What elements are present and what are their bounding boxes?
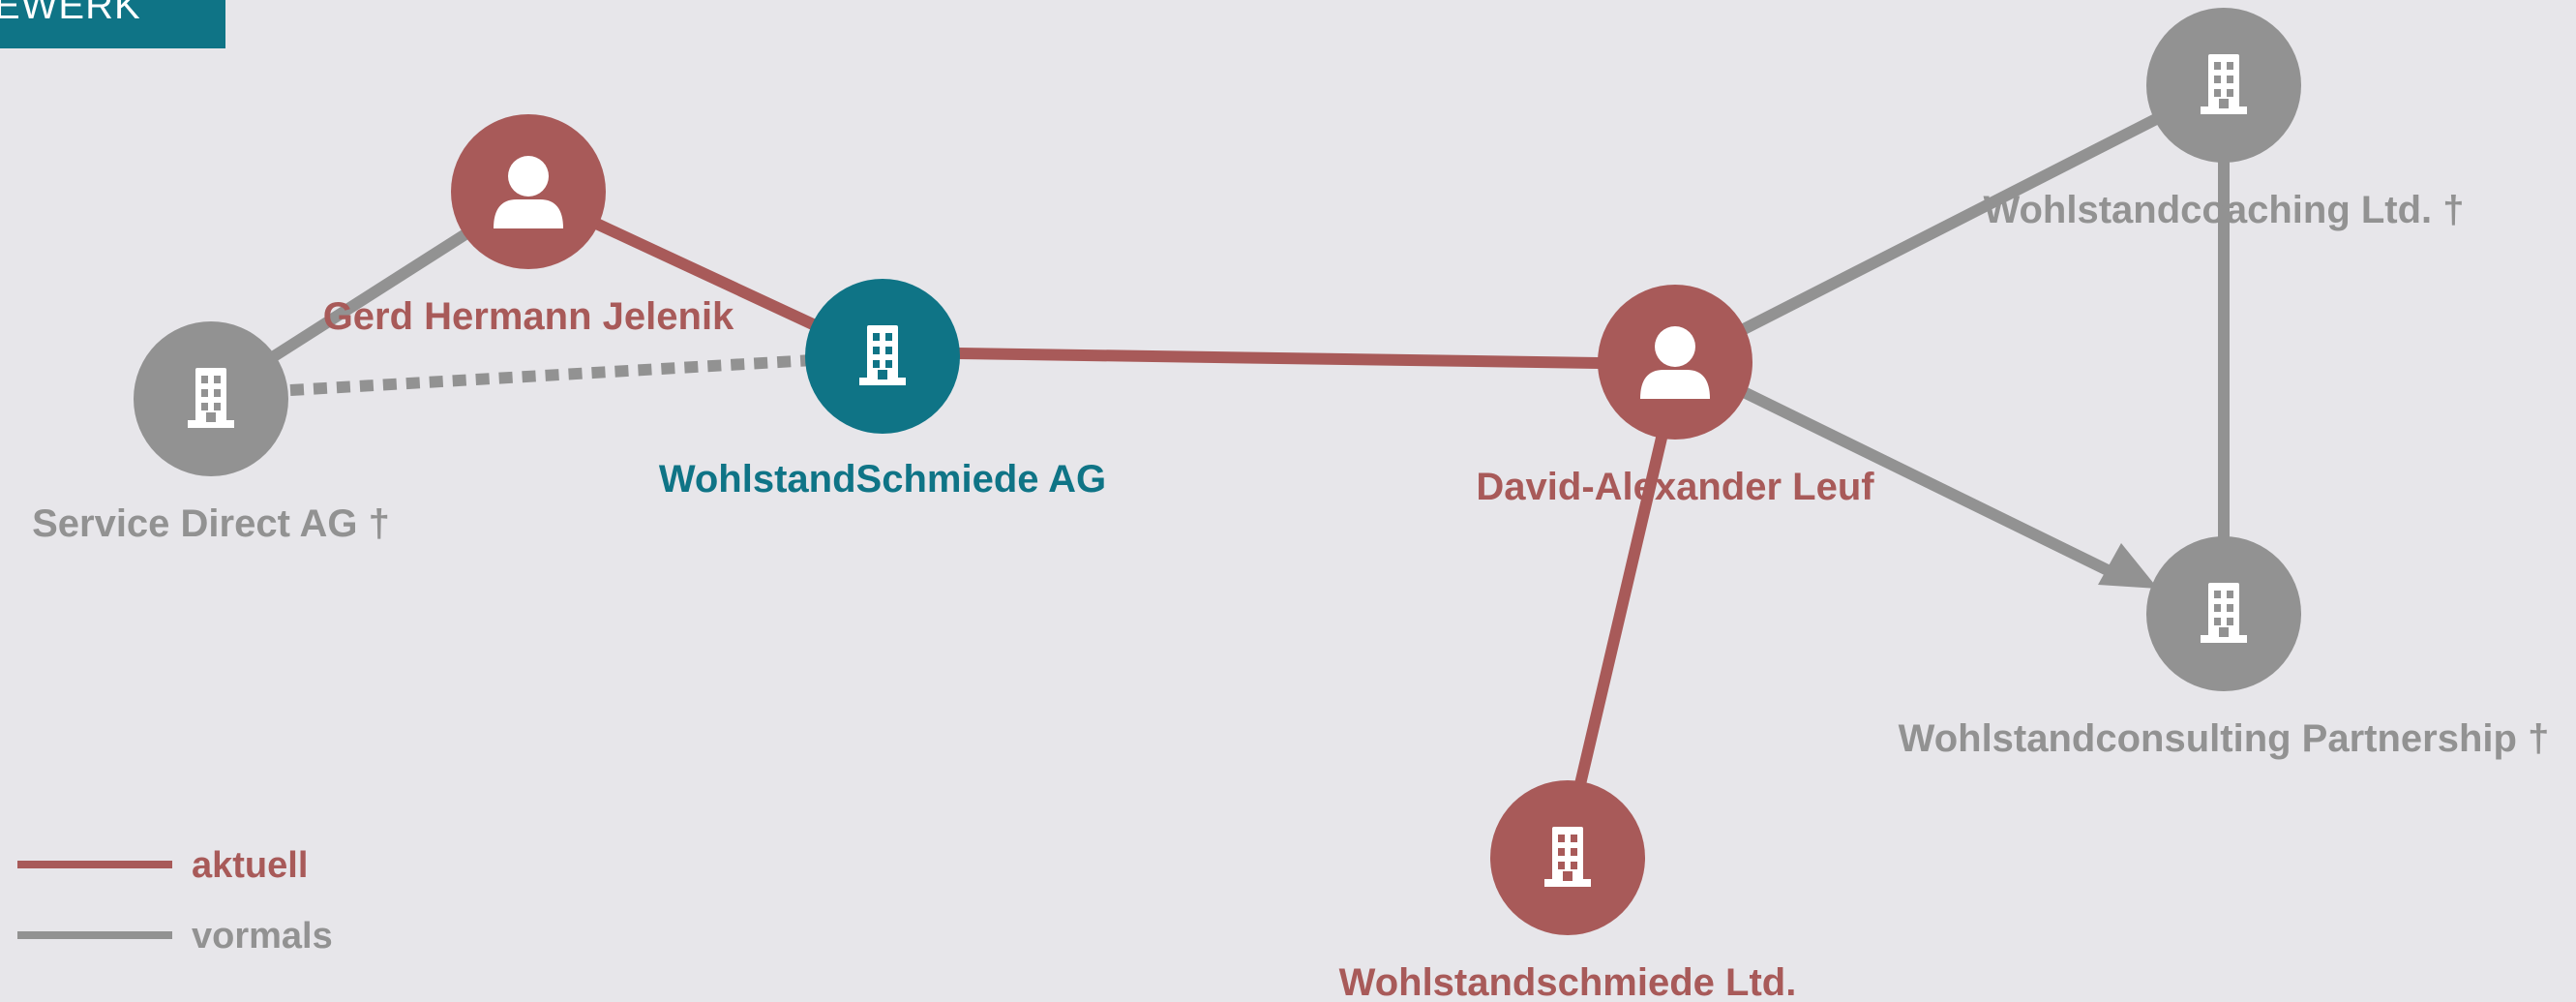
building-icon — [2201, 54, 2247, 114]
edge-leuf-wohlstandconsulting — [1741, 386, 2112, 577]
node-jelenik[interactable] — [451, 114, 606, 269]
legend-current-label: aktuell — [192, 845, 308, 886]
edge-jelenik-service-direct — [267, 227, 472, 364]
network-tab-text: EWERK — [0, 0, 141, 27]
edge-service-direct-wohlstandschmiede-ag — [289, 354, 814, 396]
node-wohlstandschmiede-ltd[interactable] — [1490, 780, 1645, 935]
node-wohlstandconsulting[interactable] — [2146, 536, 2301, 691]
node-service-direct[interactable] — [134, 321, 288, 476]
person-icon — [1640, 326, 1710, 399]
edge-wohlstandschmiede-ag-leuf — [957, 348, 1603, 369]
legend-former-label: vormals — [192, 916, 333, 956]
edge-leuf-wohlstandschmiede-ltd — [1574, 432, 1668, 786]
edge-jelenik-wohlstandschmiede-ag — [587, 215, 816, 330]
arrowhead-leuf-wohlstandconsulting — [2098, 543, 2158, 589]
label-wohlstandcoaching[interactable]: Wohlstandcoaching Ltd. † — [1983, 189, 2464, 231]
labels-layer: Gerd Hermann Jelenik Service Direct AG †… — [32, 189, 2549, 1002]
label-service-direct[interactable]: Service Direct AG † — [32, 502, 390, 545]
label-jelenik[interactable]: Gerd Hermann Jelenik — [323, 295, 734, 338]
edge-leuf-wohlstandcoaching — [1741, 112, 2161, 335]
label-leuf[interactable]: David-Alexander Leuf — [1476, 466, 1874, 508]
network-tab-label[interactable]: EWERK — [0, 0, 225, 48]
node-wohlstandcoaching[interactable] — [2146, 8, 2301, 163]
edges-layer — [267, 112, 2230, 786]
building-icon — [188, 368, 234, 428]
building-icon — [1544, 827, 1591, 887]
label-wohlstandschmiede-ltd[interactable]: Wohlstandschmiede Ltd. — [1339, 961, 1797, 1002]
building-icon — [859, 325, 906, 385]
building-icon — [2201, 583, 2247, 643]
legend: aktuell vormals — [17, 845, 333, 956]
label-wohlstandconsulting[interactable]: Wohlstandconsulting Partnership † — [1899, 717, 2550, 760]
person-icon — [494, 156, 563, 228]
node-leuf[interactable] — [1598, 285, 1752, 440]
nodes-layer — [134, 8, 2301, 935]
label-wohlstandschmiede-ag[interactable]: WohlstandSchmiede AG — [659, 458, 1106, 501]
node-wohlstandschmiede-ag[interactable] — [805, 279, 960, 434]
